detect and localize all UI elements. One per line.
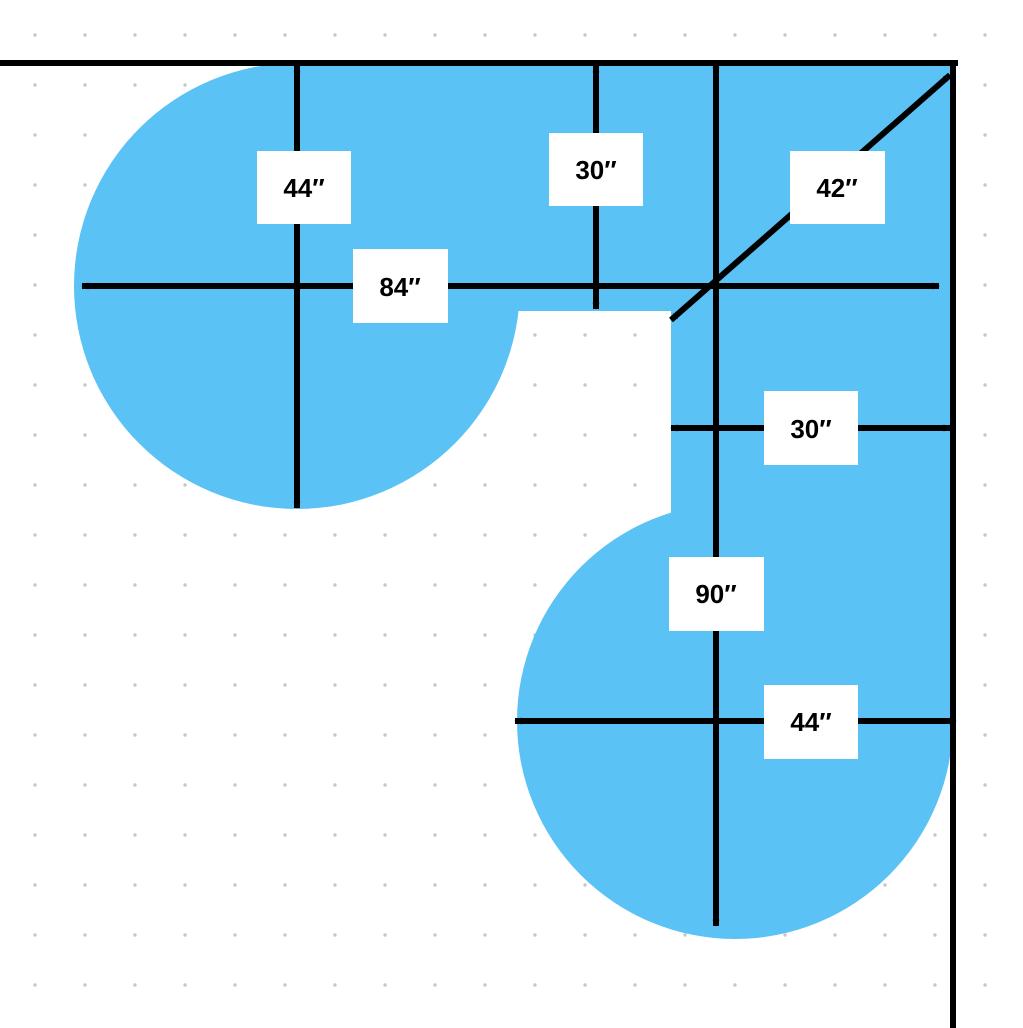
label-top-circle-diameter-text: 44″ <box>283 173 324 203</box>
label-top-arm-depth-text: 30″ <box>575 155 616 185</box>
label-right-arm-depth: 30″ <box>764 391 858 465</box>
label-bottom-circle-diameter-text: 44″ <box>790 707 831 737</box>
label-diagonal-depth: 42″ <box>790 151 885 224</box>
label-right-overall-height: 90″ <box>669 557 764 631</box>
label-top-overall-width: 84″ <box>353 249 448 323</box>
label-top-overall-width-text: 84″ <box>379 272 420 302</box>
label-top-circle-diameter: 44″ <box>257 151 351 224</box>
label-right-arm-depth-text: 30″ <box>790 414 831 444</box>
label-right-overall-height-text: 90″ <box>695 579 736 609</box>
label-bottom-circle-diameter: 44″ <box>764 685 858 759</box>
label-top-arm-depth: 30″ <box>549 133 643 206</box>
dimension-arrows <box>81 61 957 927</box>
label-diagonal-depth-text: 42″ <box>816 173 857 203</box>
